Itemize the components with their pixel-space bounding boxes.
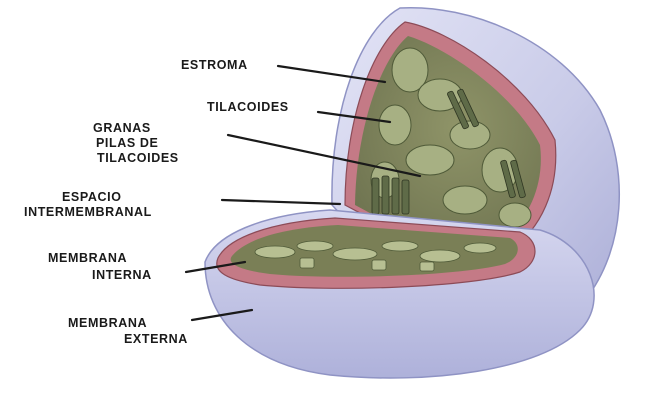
label-interna-line2: INTERNA <box>92 268 152 282</box>
label-externa-line2: EXTERNA <box>124 332 188 346</box>
leader-espacio <box>222 200 340 204</box>
label-espacio-line1: ESPACIO <box>62 190 122 204</box>
label-granas-line3: TILACOIDES <box>97 151 179 165</box>
label-interna-line1: MEMBRANA <box>48 251 127 265</box>
label-espacio-line2: INTERMEMBRANAL <box>24 205 152 219</box>
label-externa-line1: MEMBRANA <box>68 316 147 330</box>
label-granas-line1: GRANAS <box>93 121 151 135</box>
label-granas-line2: PILAS DE <box>96 136 158 150</box>
label-estroma: ESTROMA <box>181 58 248 72</box>
label-tilacoides: TILACOIDES <box>207 100 289 114</box>
